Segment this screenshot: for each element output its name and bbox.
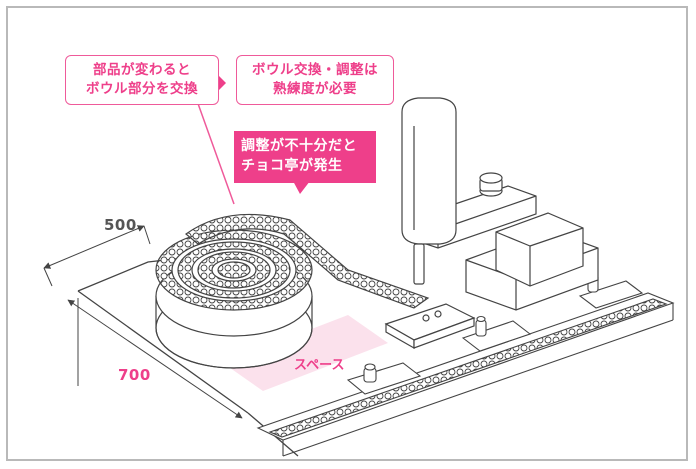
space-area <box>223 315 388 391</box>
carriers <box>346 269 644 395</box>
bowl-feeder <box>155 229 313 369</box>
callout-bowl-change: 部品が変わると ボウル部分を交換 <box>65 55 219 105</box>
scara-robot <box>401 97 599 311</box>
callout-pointer <box>195 97 235 205</box>
callout-arrow <box>217 74 226 92</box>
dimension-width-label: 500 <box>104 216 137 234</box>
pickup-block <box>384 303 476 350</box>
dimension-depth-label: 700 <box>118 366 151 384</box>
dimension-500 <box>43 225 151 287</box>
dimension-700 <box>67 298 243 419</box>
feed-track <box>185 213 430 309</box>
space-label: スペース <box>294 358 345 373</box>
warning-label: 調整が不十分だと チョコ亭が発生 <box>234 131 376 183</box>
parts-feeder-illustration <box>43 74 675 457</box>
figure-frame: 部品が変わると ボウル部分を交換 ボウル交換・調整は 熟練度が必要 調整が不十分… <box>6 6 688 461</box>
callout-skill-required: ボウル交換・調整は 熟練度が必要 <box>236 55 394 105</box>
warning-pointer <box>293 181 310 194</box>
